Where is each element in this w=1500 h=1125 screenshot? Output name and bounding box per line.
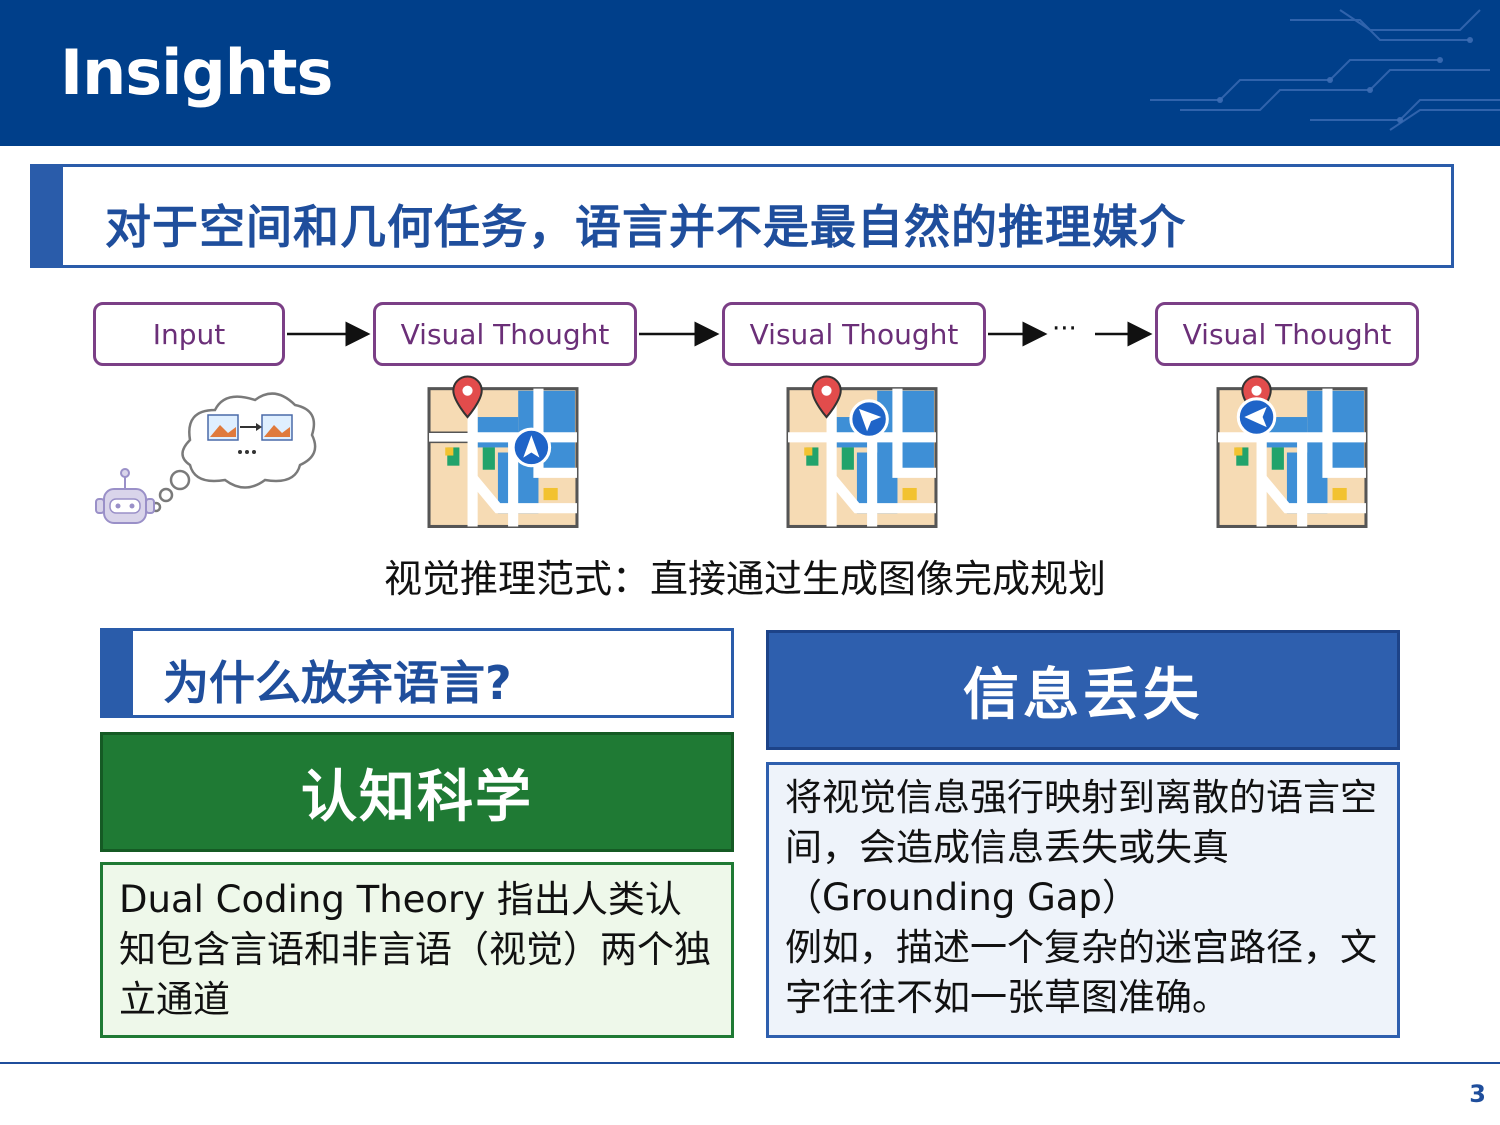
robot-thinking-icon	[95, 392, 317, 524]
cognitive-science-heading: 认知科学	[100, 732, 734, 852]
info-loss-text-2: 例如，描述一个复杂的迷宫路径，文字往往不如一张草图准确。	[785, 926, 1377, 1019]
map-icon	[1216, 375, 1368, 528]
cognitive-science-text: Dual Coding Theory 指出人类认知包含言语和非言语（视觉）两个独…	[119, 878, 711, 1021]
thesis-text: 对于空间和几何任务，语言并不是最自然的推理媒介	[105, 200, 1186, 254]
thesis-accent-bar	[33, 167, 63, 265]
visual-thought-node-3: Visual Thought	[1155, 302, 1419, 366]
thesis-box: 对于空间和几何任务，语言并不是最自然的推理媒介	[30, 164, 1454, 268]
cognitive-science-body: Dual Coding Theory 指出人类认知包含言语和非言语（视觉）两个独…	[100, 862, 734, 1038]
slide-title: Insights	[60, 36, 333, 109]
visual-thought-node-1: Visual Thought	[373, 302, 637, 366]
question-box: 为什么放弃语言?	[100, 628, 734, 718]
question-text: 为什么放弃语言?	[163, 656, 512, 710]
diagram-arrows	[287, 321, 1153, 347]
diagram-caption: 视觉推理范式：直接通过生成图像完成规划	[383, 557, 1106, 601]
question-accent-bar	[103, 631, 133, 715]
input-node: Input	[93, 302, 285, 366]
info-loss-text-1: 将视觉信息强行映射到离散的语言空间，会造成信息丢失或失真（Grounding G…	[785, 776, 1377, 919]
visual-thought-node-2: Visual Thought	[722, 302, 986, 366]
info-loss-body: 将视觉信息强行映射到离散的语言空间，会造成信息丢失或失真（Grounding G…	[766, 762, 1400, 1038]
footer-divider	[0, 1062, 1500, 1064]
circuit-decoration-icon	[1150, 9, 1500, 131]
map-icon	[786, 375, 938, 528]
map-icon	[427, 375, 579, 528]
visual-reasoning-diagram: Input Visual Thought Visual Thought Visu…	[0, 290, 1500, 550]
slide-header: Insights	[0, 0, 1500, 146]
page-number: 3	[1469, 1080, 1486, 1108]
info-loss-heading: 信息丢失	[766, 630, 1400, 750]
ellipsis: ···	[1052, 314, 1077, 344]
